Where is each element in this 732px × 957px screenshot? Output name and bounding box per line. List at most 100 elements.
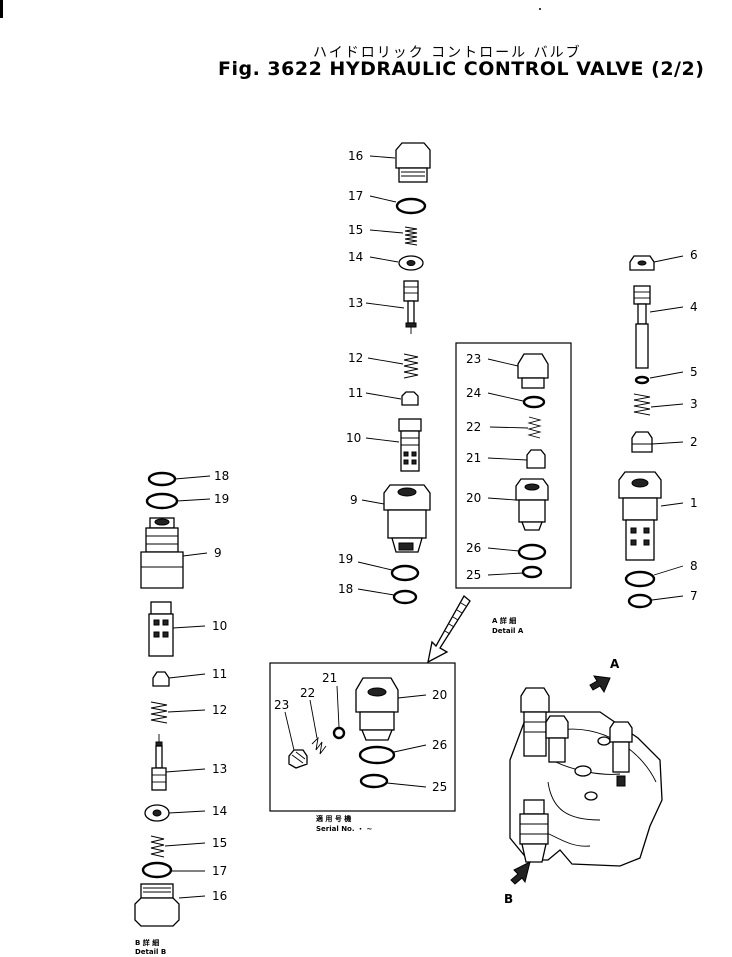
part-10-sleeve <box>398 418 422 472</box>
serial-label: Serial No. ・ ~ <box>316 825 372 833</box>
part-14-nut <box>398 255 424 271</box>
part-15-spring <box>150 835 165 858</box>
assembled-valve-1 <box>520 687 550 757</box>
callout-17: 17 <box>348 189 363 203</box>
callout-9: 9 <box>214 546 222 560</box>
part-11-poppet <box>401 391 419 406</box>
callout-1: 1 <box>690 496 698 510</box>
part-9-valve-body <box>383 484 431 553</box>
callout-26: 26 <box>432 738 447 752</box>
assembled-valve-illustration: A B <box>504 657 663 906</box>
callout-16: 16 <box>348 149 363 163</box>
figure-title-japanese: ハイドロリック コントロール バルブ <box>313 45 582 61</box>
callout-17: 17 <box>212 864 227 878</box>
center-assembly: 16 17 15 14 13 12 <box>338 142 431 605</box>
callout-16: 16 <box>212 889 227 903</box>
figure-title: Fig. 3622 HYDRAULIC CONTROL VALVE (2/2) <box>218 58 705 80</box>
part-25-o-ring <box>359 773 389 789</box>
callout-11: 11 <box>348 386 363 400</box>
part-19-o-ring <box>145 492 179 510</box>
callout-18: 18 <box>214 469 229 483</box>
callout-12: 12 <box>348 351 363 365</box>
callout-13: 13 <box>212 762 227 776</box>
callout-10: 10 <box>212 619 227 633</box>
callout-2: 2 <box>690 435 698 449</box>
assembled-valve-2 <box>545 715 569 763</box>
part-24-o-ring <box>522 395 546 409</box>
callout-22: 22 <box>300 686 315 700</box>
part-3-spring <box>633 393 651 416</box>
callout-25: 25 <box>432 780 447 794</box>
part-4-stem <box>633 285 651 369</box>
callout-15: 15 <box>212 836 227 850</box>
callout-3: 3 <box>690 397 698 411</box>
callout-19: 19 <box>338 552 353 566</box>
detail-b-label-jp: B 詳 細 <box>135 938 159 947</box>
part-12-spring <box>403 353 419 379</box>
part-21-ring <box>332 726 346 740</box>
part-13-stem <box>403 280 419 334</box>
part-18-o-ring <box>147 471 177 487</box>
part-5-o-ring <box>634 375 650 385</box>
part-12-spring <box>150 701 168 724</box>
assembled-valve-3 <box>609 721 633 787</box>
callout-10: 10 <box>346 431 361 445</box>
view-arrow-b <box>510 861 531 885</box>
part-18-o-ring <box>392 589 418 605</box>
part-8-o-ring <box>624 570 656 588</box>
callout-13: 13 <box>348 296 363 310</box>
detail-pointer-arrow <box>427 594 471 664</box>
part-2-poppet <box>631 431 653 453</box>
part-17-o-ring <box>141 861 173 879</box>
detail-a-label: Detail A <box>492 627 524 635</box>
part-7-o-ring <box>627 593 653 609</box>
part-26-o-ring <box>358 745 396 765</box>
part-16-cap <box>395 142 431 183</box>
right-assembly: 6 4 5 3 2 <box>618 248 698 609</box>
part-10-sleeve <box>148 601 174 657</box>
callout-14: 14 <box>348 250 363 264</box>
callout-4: 4 <box>690 300 698 314</box>
part-14-nut <box>144 804 170 822</box>
callout-7: 7 <box>690 589 698 603</box>
callout-6: 6 <box>690 248 698 262</box>
callout-12: 12 <box>212 703 227 717</box>
callout-8: 8 <box>690 559 698 573</box>
view-label-a: A <box>610 657 620 671</box>
serial-variant-box: 20 26 25 21 22 23 <box>269 662 456 812</box>
assembled-valve-4 <box>519 799 549 863</box>
callout-21: 21 <box>322 671 337 685</box>
callout-9: 9 <box>350 493 358 507</box>
part-6-nut <box>629 255 655 271</box>
part-26-o-ring <box>517 543 547 561</box>
callout-25: 25 <box>466 568 481 582</box>
callout-21: 21 <box>466 451 481 465</box>
part-11-poppet <box>152 671 170 687</box>
callout-22: 22 <box>466 420 481 434</box>
detail-a-box: 23 24 22 21 20 26 25 <box>455 342 572 589</box>
callout-20: 20 <box>432 688 447 702</box>
part-23-plug <box>288 749 308 769</box>
detail-a-label-jp: A 詳 細 <box>492 616 516 625</box>
callout-18: 18 <box>338 582 353 596</box>
part-17-o-ring <box>395 197 427 215</box>
part-23-cap <box>517 353 549 389</box>
callout-14: 14 <box>212 804 227 818</box>
part-21-poppet <box>526 449 546 469</box>
callout-23: 23 <box>466 352 481 366</box>
callout-26: 26 <box>466 541 481 555</box>
part-15-spring <box>404 226 418 246</box>
part-1-valve-body <box>618 471 662 561</box>
view-arrow-a <box>589 675 611 694</box>
view-label-b: B <box>504 892 513 906</box>
callout-11: 11 <box>212 667 227 681</box>
part-22-spring <box>311 736 327 755</box>
callout-24: 24 <box>466 386 481 400</box>
serial-label-jp: 適 用 号 機 <box>316 814 351 823</box>
part-16-cap <box>134 883 180 927</box>
part-20-body <box>355 677 399 741</box>
callout-15: 15 <box>348 223 363 237</box>
part-22-spring <box>527 416 542 439</box>
part-19-o-ring <box>390 564 420 582</box>
part-9-valve-body <box>140 517 184 589</box>
